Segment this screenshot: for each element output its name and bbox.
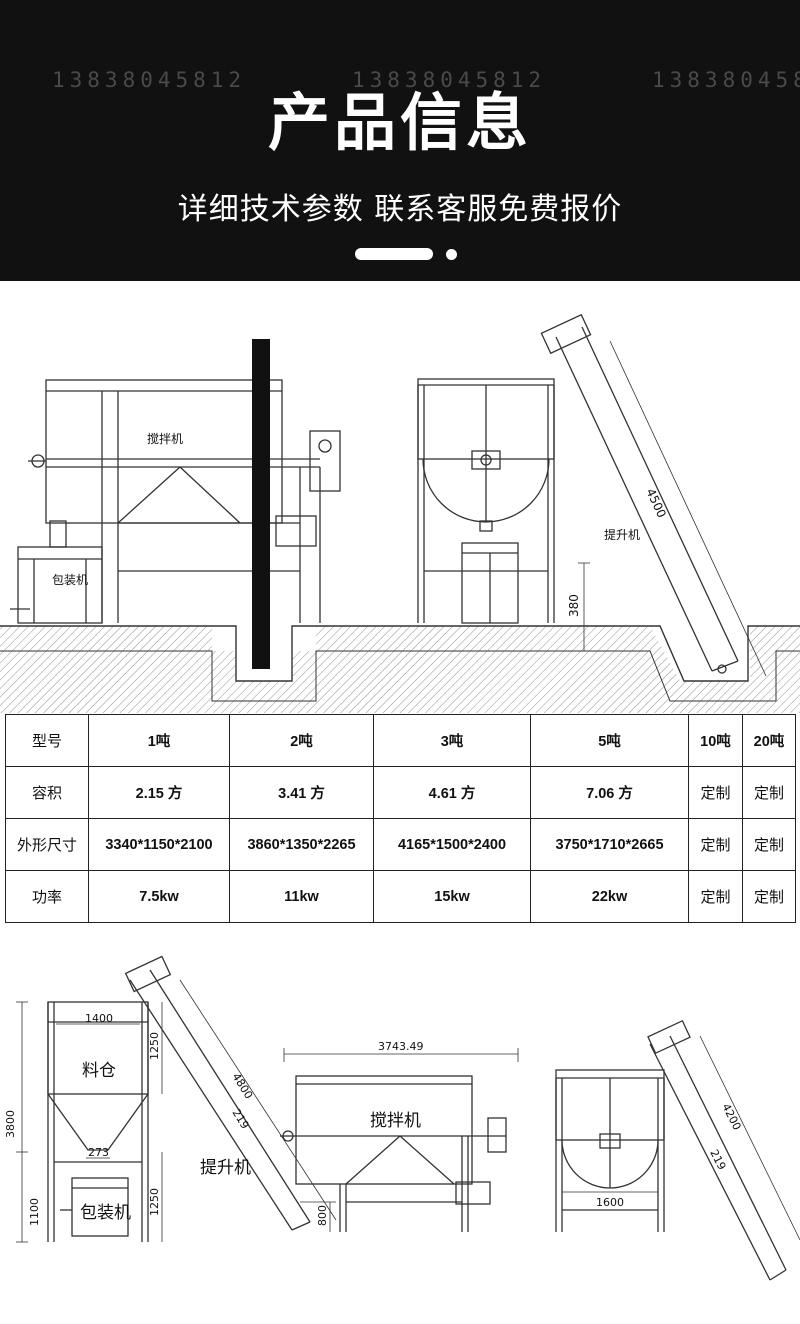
dim-lower: 1250 <box>148 1188 161 1216</box>
label-mixer: 搅拌机 <box>370 1111 421 1131</box>
table-cell: 22kw <box>530 870 689 923</box>
watermark-phone: 13838045812 <box>652 68 800 92</box>
watermark-phone: 13838045812 <box>52 68 247 92</box>
table-header-cell: 10吨 <box>688 714 743 767</box>
bottom-equipment-diagram: 料仓 包装机 提升机 搅拌机 3800 1400 1250 273 1100 1… <box>4 955 800 1281</box>
dim-silo-upper: 1250 <box>148 1032 161 1060</box>
decor-dot <box>446 249 457 260</box>
top-equipment-diagram: 搅拌机 包装机 提升机 4500 380 <box>0 313 800 713</box>
table-cell: 定制 <box>742 766 796 819</box>
table-cell: 7.5kw <box>88 870 230 923</box>
dim-silo-width: 1400 <box>85 1012 113 1025</box>
table-header-row: 型号 1吨 2吨 3吨 5吨 10吨 20吨 <box>5 714 796 767</box>
dim-packer-height: 1100 <box>28 1198 41 1226</box>
table-row-label: 功率 <box>5 870 89 923</box>
dim-lifter1-dia: 219 <box>229 1107 251 1132</box>
table-cell: 3340*1150*2100 <box>88 818 230 871</box>
table-cell: 定制 <box>688 818 743 871</box>
dim-lifter1-length: 4800 <box>229 1071 255 1102</box>
table-cell: 定制 <box>688 766 743 819</box>
table-header-cell: 3吨 <box>373 714 531 767</box>
table-cell: 3860*1350*2265 <box>229 818 374 871</box>
table-cell: 定制 <box>742 818 796 871</box>
dim-lifter2-dia: 219 <box>707 1147 728 1172</box>
table-cell: 定制 <box>742 870 796 923</box>
dim-lifter1-height: 800 <box>316 1205 329 1226</box>
table-cell: 11kw <box>229 870 374 923</box>
table-cell: 7.06 方 <box>530 766 689 819</box>
watermark-phone: 13838045812 <box>352 68 547 92</box>
label-mixer: 搅拌机 <box>147 431 183 446</box>
label-lifter: 提升机 <box>200 1158 251 1178</box>
table-cell: 2.15 方 <box>88 766 230 819</box>
page-subtitle: 详细技术参数 联系客服免费报价 <box>177 192 623 227</box>
table-row-label: 容积 <box>5 766 89 819</box>
dim-height: 380 <box>567 594 581 617</box>
table-header-cell: 1吨 <box>88 714 230 767</box>
spec-table: 型号 1吨 2吨 3吨 5吨 10吨 20吨 容积 2.15 方 3.41 方 … <box>5 714 796 923</box>
table-row: 外形尺寸 3340*1150*2100 3860*1350*2265 4165*… <box>5 818 796 871</box>
table-row: 功率 7.5kw 11kw 15kw 22kw 定制 定制 <box>5 870 796 923</box>
table-header-cell: 20吨 <box>742 714 796 767</box>
table-row-label: 外形尺寸 <box>5 818 89 871</box>
label-packer: 包装机 <box>80 1203 131 1223</box>
table-header-cell: 型号 <box>5 714 89 767</box>
table-cell: 4165*1500*2400 <box>373 818 531 871</box>
table-cell: 定制 <box>688 870 743 923</box>
header-banner: 13838045812 13838045812 13838045812 产品信息… <box>0 0 800 281</box>
table-row: 容积 2.15 方 3.41 方 4.61 方 7.06 方 定制 定制 <box>5 766 796 819</box>
dim-tank-width: 1600 <box>596 1196 624 1209</box>
dim-mixer-length: 3743.49 <box>378 1040 424 1053</box>
label-packer: 包装机 <box>52 573 88 587</box>
table-cell: 4.61 方 <box>373 766 531 819</box>
table-header-cell: 2吨 <box>229 714 374 767</box>
table-cell: 3.41 方 <box>229 766 374 819</box>
table-cell: 3750*1710*2665 <box>530 818 689 871</box>
dim-lifter-length: 4500 <box>643 486 669 520</box>
dim-outlet: 273 <box>88 1146 109 1159</box>
label-silo: 料仓 <box>82 1061 116 1081</box>
page-title: 产品信息 <box>267 86 532 159</box>
table-cell: 15kw <box>373 870 531 923</box>
table-header-cell: 5吨 <box>530 714 689 767</box>
dim-total-height: 3800 <box>4 1110 17 1138</box>
decor-bar <box>355 248 433 260</box>
label-lifter: 提升机 <box>604 527 640 542</box>
